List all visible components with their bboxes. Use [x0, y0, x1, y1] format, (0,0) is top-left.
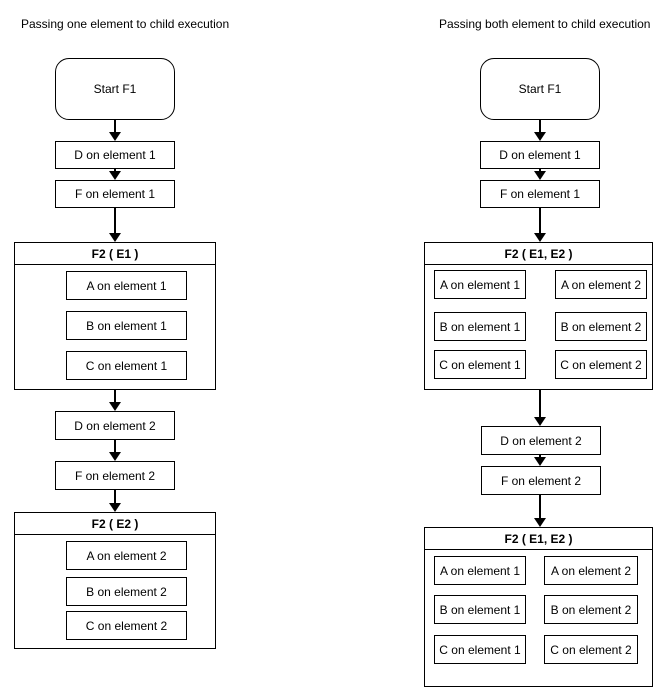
right-sub1-task-b-element2: B on element 2: [555, 312, 647, 341]
right-step-f-element1: F on element 1: [480, 180, 600, 208]
left-arrow-start-to-d1: [109, 120, 121, 141]
left-subprocess-f2-e1-title: F2 ( E1 ): [15, 243, 215, 265]
right-step-d-element1: D on element 1: [480, 141, 600, 169]
left-task-a-element2: A on element 2: [66, 541, 187, 570]
right-sub2-task-c-element1: C on element 1: [434, 635, 526, 664]
right-sub1-task-c-element2: C on element 2: [555, 350, 647, 379]
left-diagram-title: Passing one element to child execution: [21, 17, 230, 31]
left-task-c-element2: C on element 2: [66, 611, 187, 640]
right-sub1-task-c-element1: C on element 1: [434, 350, 526, 379]
left-arrow-d1-to-f1: [109, 169, 121, 180]
left-start-node: Start F1: [55, 58, 175, 120]
right-sub2-task-a-element1: A on element 1: [434, 556, 526, 585]
right-step-d-element2: D on element 2: [481, 426, 601, 455]
right-sub2-task-b-element1: B on element 1: [434, 595, 526, 624]
left-step-d-element1: D on element 1: [55, 141, 175, 169]
left-step-d-element2: D on element 2: [55, 411, 175, 440]
left-arrow-d2-to-f2: [109, 440, 121, 461]
left-subprocess-f2-e2-title: F2 ( E2 ): [15, 513, 215, 535]
right-sub1-task-a-element1: A on element 1: [434, 270, 526, 299]
right-arrow-f2-to-subprocess2: [534, 495, 546, 527]
right-subprocess1-title: F2 ( E1, E2 ): [425, 243, 652, 265]
right-arrow-d1-to-f1: [534, 169, 546, 180]
left-task-b-element1: B on element 1: [66, 311, 187, 340]
right-sub2-task-b-element2: B on element 2: [544, 595, 638, 624]
left-task-a-element1: A on element 1: [66, 271, 187, 300]
left-step-f-element1: F on element 1: [55, 180, 175, 208]
right-arrow-f1-to-subprocess1: [534, 208, 546, 242]
right-arrow-start-to-d1: [534, 120, 546, 141]
right-arrow-d2-to-f2: [534, 455, 546, 466]
left-arrow-f1-to-subprocess1: [109, 208, 121, 242]
right-sub1-task-a-element2: A on element 2: [555, 270, 647, 299]
left-task-b-element2: B on element 2: [66, 577, 187, 606]
left-arrow-subprocess1-to-d2: [109, 390, 121, 411]
left-step-f-element2: F on element 2: [55, 461, 175, 490]
right-start-node: Start F1: [480, 58, 600, 120]
right-subprocess2-title: F2 ( E1, E2 ): [425, 528, 652, 550]
right-step-f-element2: F on element 2: [481, 466, 601, 495]
right-sub2-task-c-element2: C on element 2: [544, 635, 638, 664]
left-task-c-element1: C on element 1: [66, 351, 187, 380]
left-arrow-f2-to-subprocess2: [109, 490, 121, 512]
right-sub2-task-a-element2: A on element 2: [544, 556, 638, 585]
right-sub1-task-b-element1: B on element 1: [434, 312, 526, 341]
right-diagram-title: Passing both element to child execution: [439, 17, 651, 31]
right-arrow-subprocess1-to-d2: [534, 390, 546, 426]
